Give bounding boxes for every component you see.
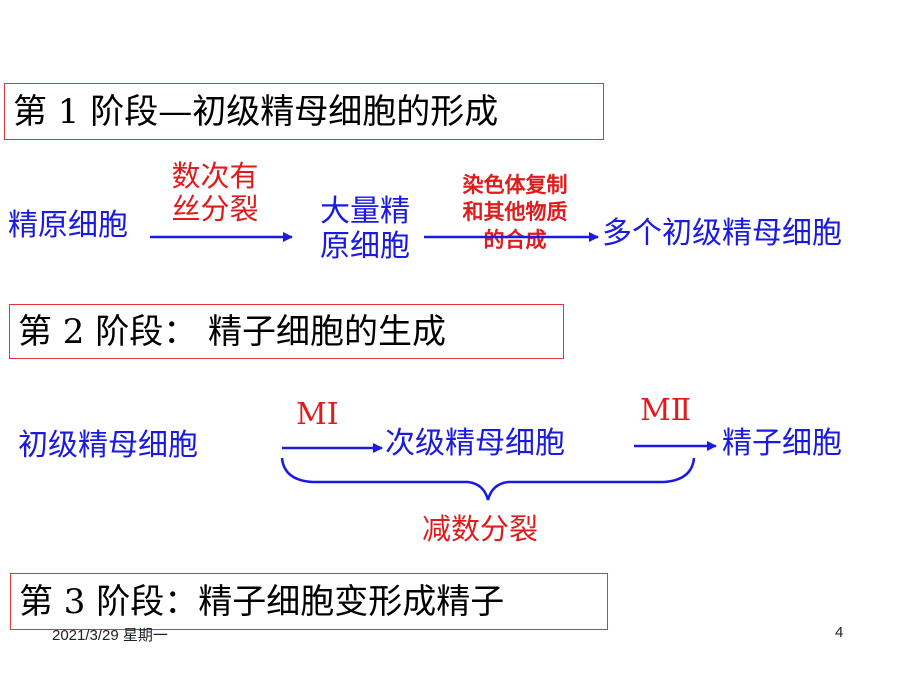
stage2-label-m1: MⅠ (296, 397, 339, 432)
stage1-label-synthesis-line1: 染色体复制 (462, 173, 568, 197)
stage1-mid-line2: 原细胞 (320, 229, 410, 265)
footer-page-number: 4 (835, 624, 844, 641)
stage2-mid-cell: 次级精母细胞 (385, 426, 565, 461)
stage1-label-mitosis: 数次有 丝分裂 (160, 159, 270, 227)
stage2-title: 第 2 阶段： 精子细胞的生成 (18, 311, 447, 352)
footer-date: 2021/3/29 星期一 (52, 627, 168, 644)
stage2-start-cell: 初级精母细胞 (18, 428, 198, 463)
stage1-label-mitosis-line1: 数次有 (171, 159, 259, 193)
stage1-mid-cell: 大量精 原细胞 (310, 194, 420, 265)
stage2-title-box: 第 2 阶段： 精子细胞的生成 (9, 304, 564, 359)
stage2-brace-label: 减数分裂 (422, 512, 539, 546)
stage1-mid-line1: 大量精 (320, 194, 410, 229)
stage1-end-cell: 多个初级精母细胞 (602, 216, 842, 251)
stage2-label-m2: MⅡ (640, 393, 692, 428)
stage1-title-box: 第 1 阶段—初级精母细胞的形成 (4, 83, 604, 140)
stage2-end-cell: 精子细胞 (722, 426, 842, 461)
stage1-label-synthesis-line2: 和其他物质 (462, 200, 568, 225)
stage2-brace (280, 457, 696, 501)
stage3-title: 第 3 阶段：精子细胞变形成精子 (19, 581, 505, 622)
stage1-start-cell: 精原细胞 (8, 208, 128, 243)
stage1-title: 第 1 阶段—初级精母细胞的形成 (13, 91, 499, 132)
stage1-label-mitosis-line2: 丝分裂 (171, 192, 259, 227)
stage1-label-synthesis-line3: 的合成 (483, 227, 547, 252)
stage1-label-synthesis: 染色体复制 和其他物质 的合成 (430, 172, 600, 254)
stage3-title-box: 第 3 阶段：精子细胞变形成精子 (10, 573, 608, 630)
